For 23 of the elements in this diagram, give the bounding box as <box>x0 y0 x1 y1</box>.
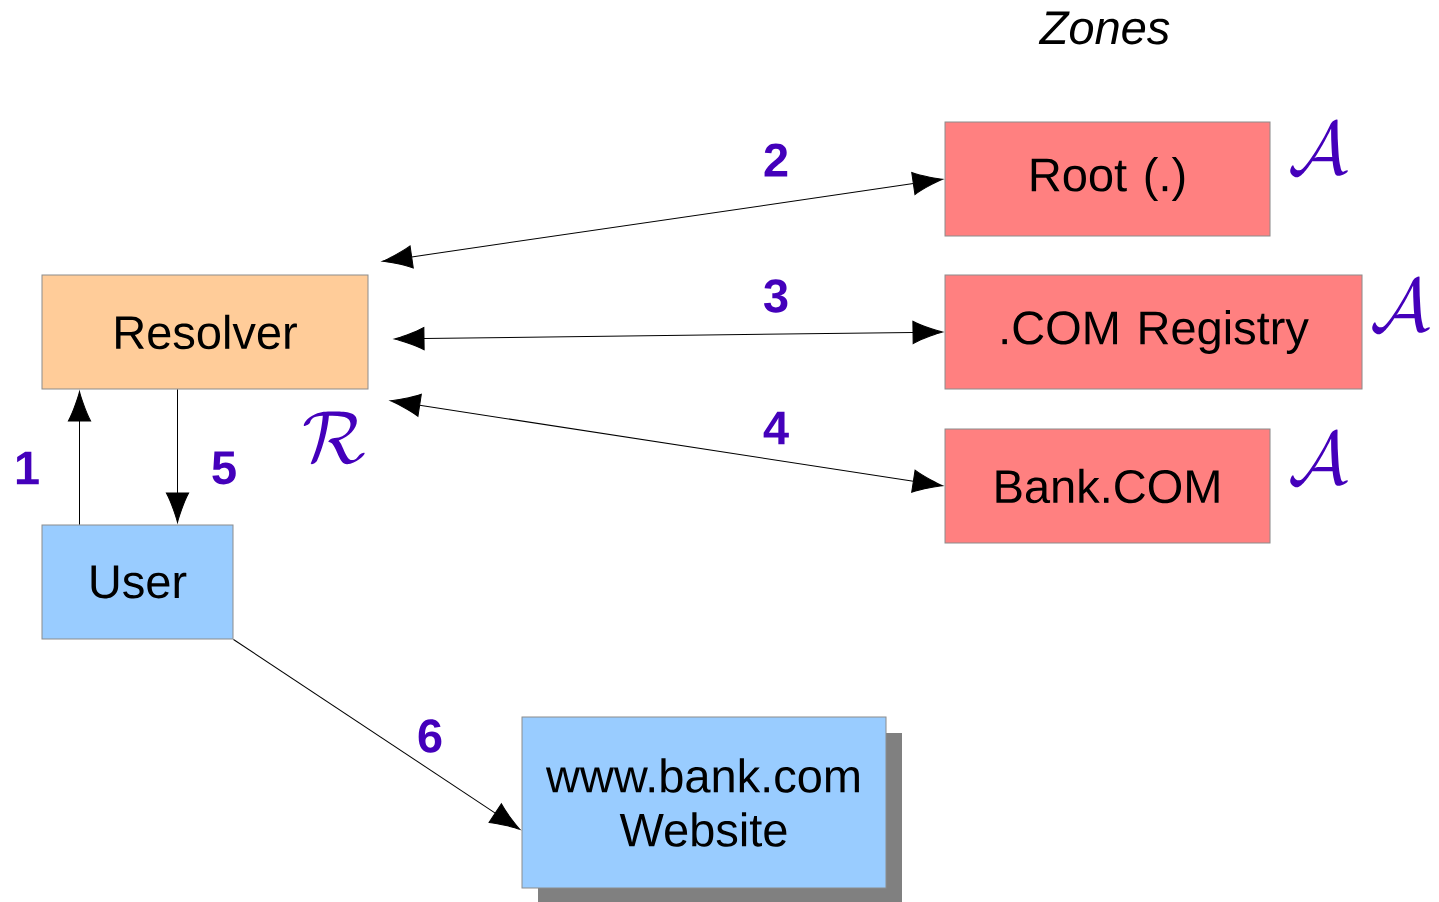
process-box: User <box>41 524 234 640</box>
step-number: 4 <box>763 411 789 445</box>
step-number: 3 <box>764 279 788 313</box>
zone-symbol: $\mathcal{A}$ <box>1372 276 1430 335</box>
step-number: 5 <box>212 451 236 485</box>
arrow <box>390 393 943 493</box>
process-box: Root (.) <box>944 121 1271 237</box>
arrow <box>382 172 943 269</box>
process-box: Bank.COM <box>944 428 1271 544</box>
zone-symbol: $\mathcal{A}$ <box>1290 429 1348 488</box>
arrow <box>67 391 92 525</box>
website-box: www.bank.com Website <box>521 716 902 902</box>
arrow <box>165 389 190 523</box>
arrow <box>394 320 943 351</box>
step-number: 1 <box>16 451 39 485</box>
step-number: 6 <box>418 719 442 753</box>
arrow <box>233 639 521 830</box>
zone-symbol: $\mathcal{R}$ <box>303 411 365 465</box>
heading: Zones <box>1038 11 1170 45</box>
process-box: .COM Registry <box>944 274 1363 390</box>
zone-symbol: $\mathcal{A}$ <box>1290 119 1348 178</box>
process-box: Resolver <box>41 274 369 390</box>
step-number: 2 <box>764 143 788 177</box>
